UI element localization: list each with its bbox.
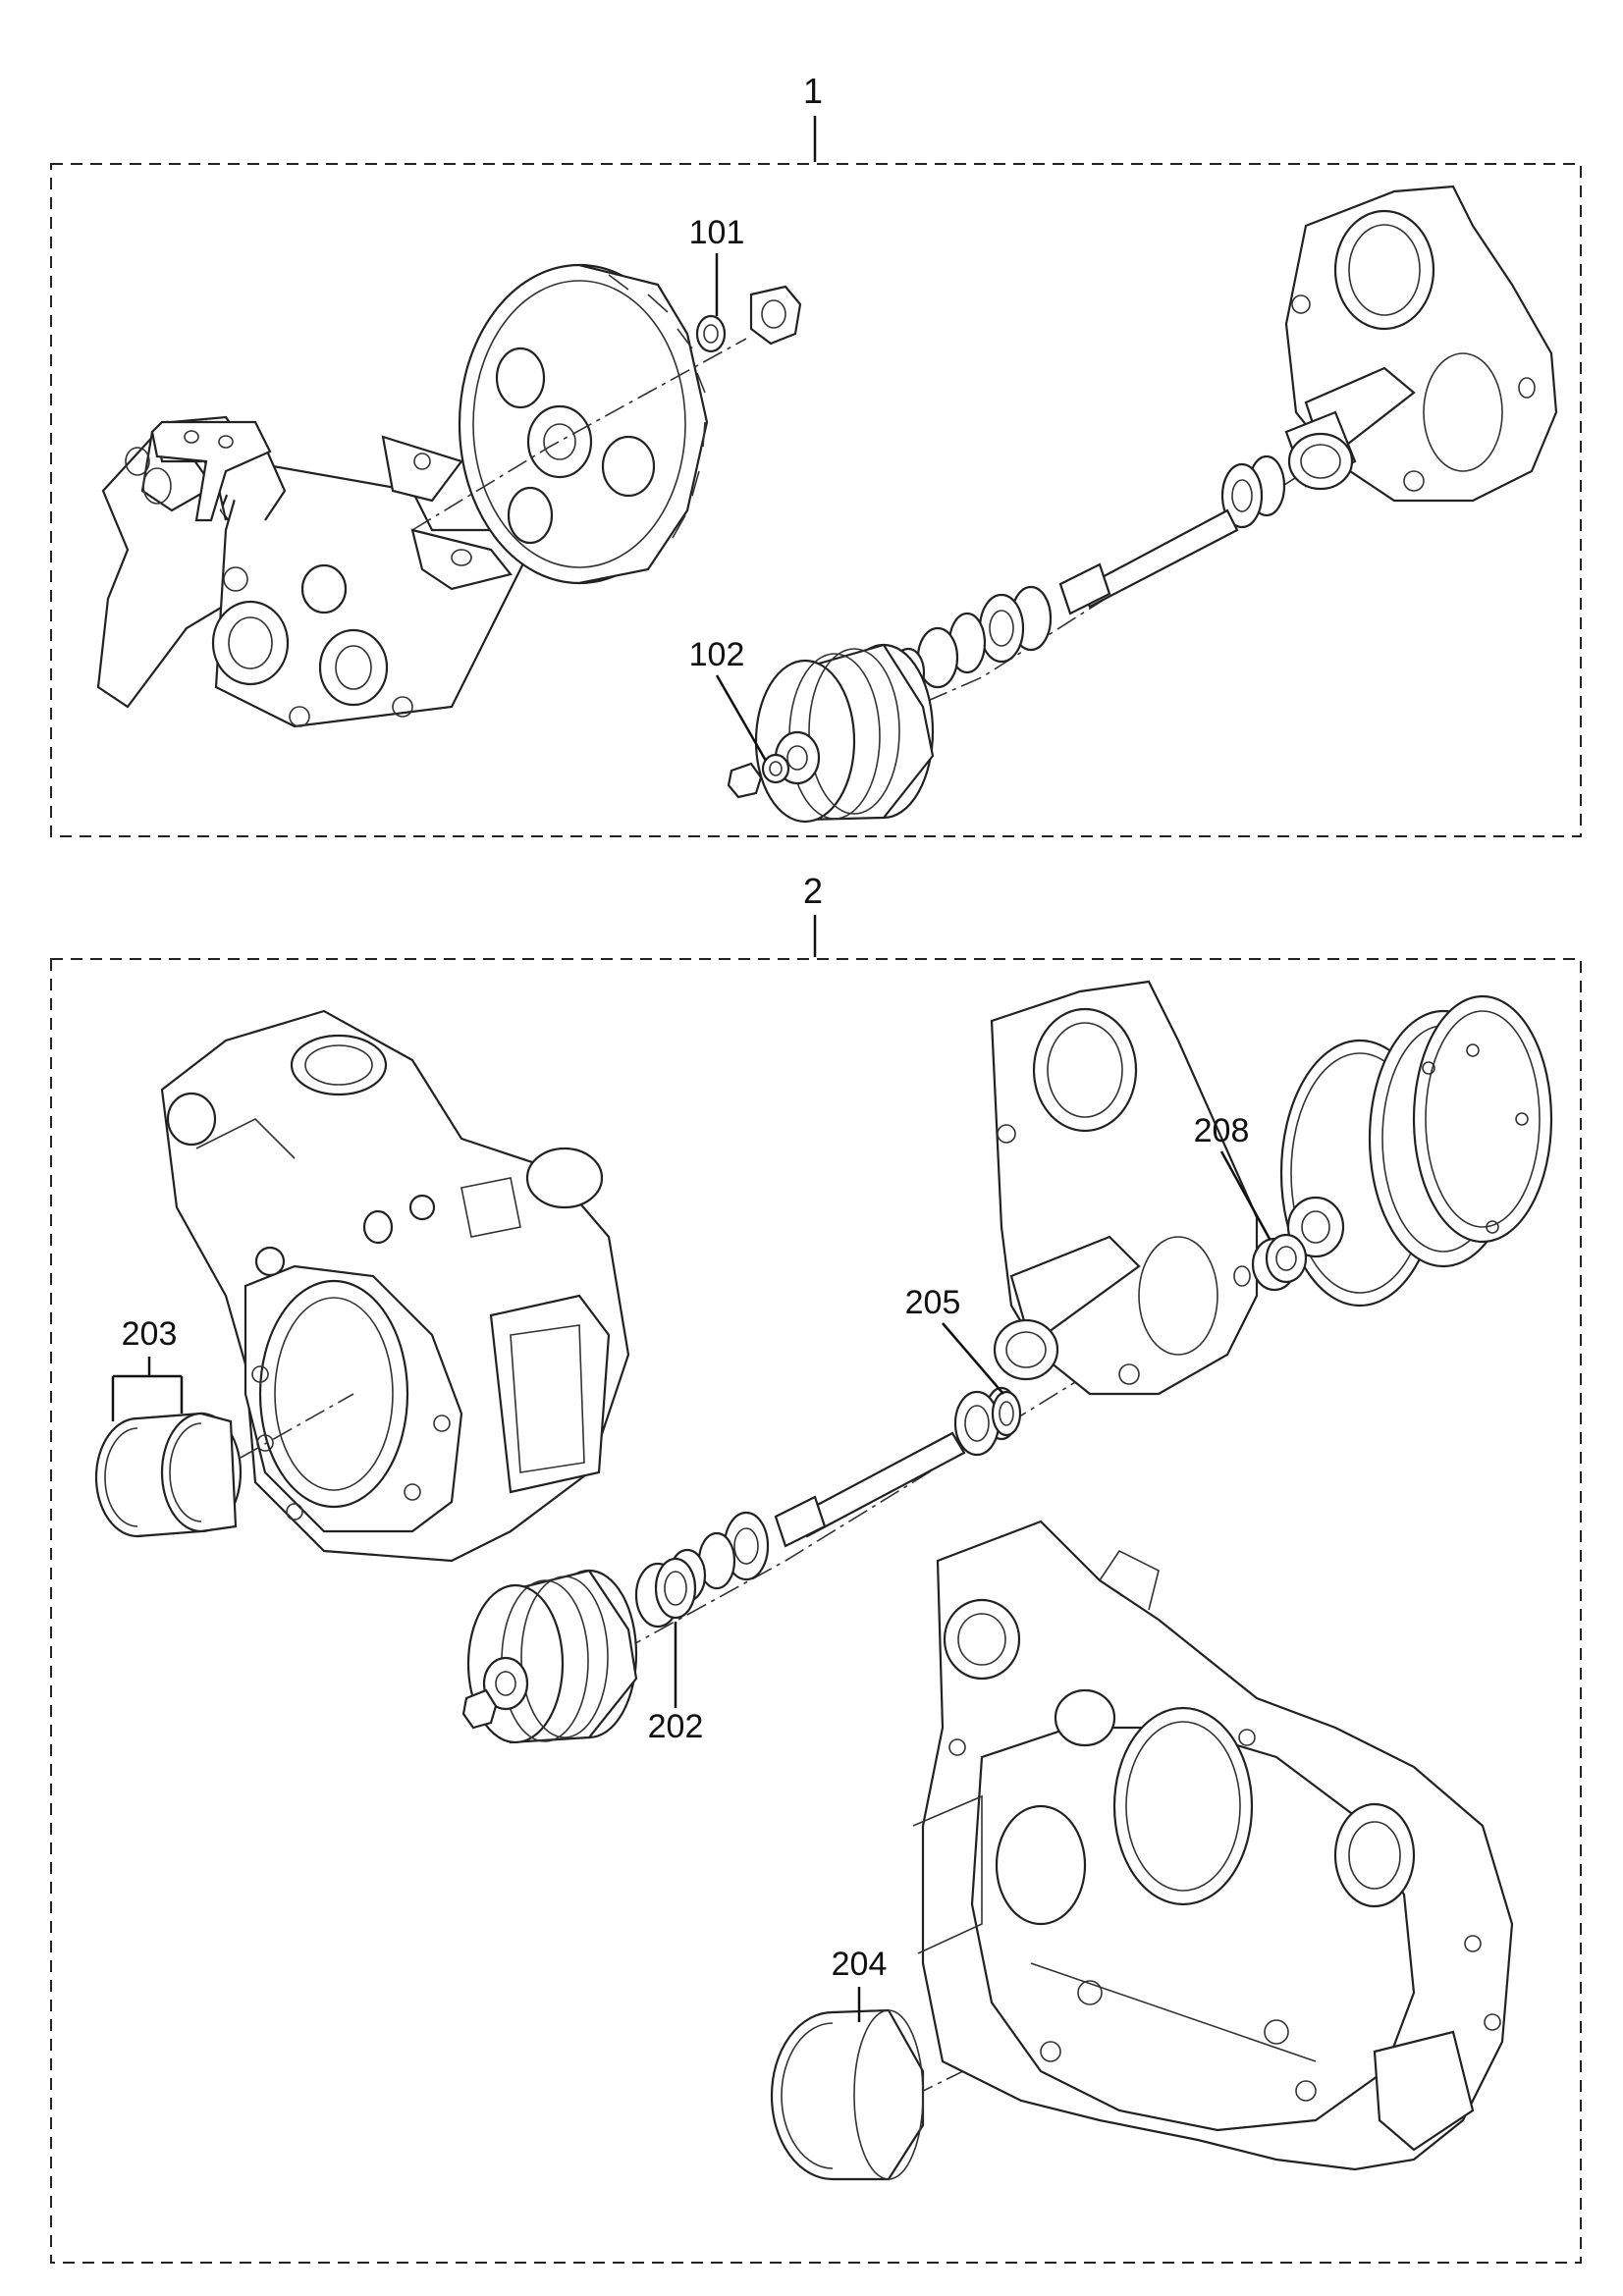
callout-203: 203: [122, 1315, 178, 1353]
pump-pulley-2: [466, 1569, 638, 1744]
pump-pulley: [754, 643, 935, 824]
callout-101: 101: [689, 214, 745, 251]
drive-gear: [458, 263, 709, 585]
gear-nut: [749, 285, 802, 346]
seal-202: [634, 1557, 697, 1629]
water-pump-housing-2: [990, 980, 1259, 1396]
pulley-nut: [727, 762, 763, 799]
group-2-frame: [50, 958, 1582, 2264]
callout-205: 205: [905, 1284, 961, 1321]
axis-line-gear: [411, 338, 747, 531]
flywheel-housing: [912, 1520, 1514, 2171]
group-2-label: 2: [803, 871, 823, 911]
callout-202: 202: [648, 1708, 704, 1745]
callout-102: 102: [689, 636, 745, 673]
seal-205: [991, 1390, 1022, 1437]
seal-208: [1251, 1233, 1308, 1292]
pulley-nut-2: [461, 1688, 498, 1730]
mounting-bracket: [150, 420, 272, 522]
oil-seal-204: [770, 2008, 925, 2181]
callout-208-leader: [1219, 1150, 1271, 1240]
group-2: 2: [50, 871, 1582, 2264]
pump-cover-plates: [1279, 994, 1553, 1308]
group-1-label: 1: [803, 71, 823, 111]
callout-102-leader: [715, 674, 768, 762]
group-1-frame: [50, 163, 1582, 837]
seal-rings-203: [94, 1412, 243, 1538]
callout-204: 204: [832, 1946, 888, 1983]
water-pump-housing: [1284, 185, 1558, 503]
axis-line-shaft-2: [490, 1236, 1307, 1724]
washer-102: [761, 753, 790, 784]
lock-washer-101: [695, 314, 727, 353]
group-1: 1: [50, 71, 1582, 837]
axis-line-seal-203: [240, 1393, 354, 1459]
timing-gear-case: [160, 1009, 630, 1563]
callout-208: 208: [1194, 1112, 1250, 1149]
pump-shaft-assembly: [891, 454, 1286, 698]
callout-205-leader: [942, 1322, 1004, 1395]
